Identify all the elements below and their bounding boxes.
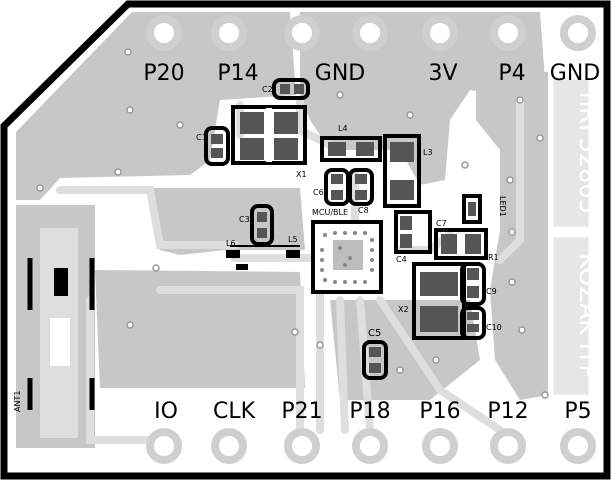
vias: [36, 48, 549, 399]
pin-label-bottom: P16: [419, 399, 460, 424]
board-name-box: [550, 76, 592, 230]
designator-l4: L4: [338, 124, 348, 133]
pin-pad-bottom-4[interactable]: [352, 428, 388, 464]
designator-c1: C1: [196, 133, 207, 142]
pin-pad-bottom-1[interactable]: [146, 428, 182, 464]
pin-label-bottom: P18: [349, 399, 390, 424]
x1-outline: [231, 105, 307, 165]
pin-pad-top-5[interactable]: [422, 15, 458, 51]
pin-pad-top-7[interactable]: [560, 15, 596, 51]
pin-label-top: 3V: [428, 61, 457, 86]
antenna-feed-pad: [54, 268, 68, 296]
designator-c6: C6: [313, 188, 324, 197]
designator-x1: X1: [296, 170, 307, 179]
pin-label-bottom: P5: [564, 399, 591, 424]
x1-pad: [240, 138, 264, 160]
top-pin-labels: P20 P14 GND 3V P4 GND: [143, 61, 600, 86]
brand-label: KOZAK ITP: [574, 253, 602, 379]
antenna-gap: [50, 318, 70, 366]
passives: [204, 78, 488, 380]
designator-c8: C8: [358, 206, 369, 215]
pin-pad-top-4[interactable]: [352, 15, 388, 51]
designator-c7: C7: [436, 219, 447, 228]
designator-c9: C9: [486, 287, 497, 296]
mcu-thermal-pad: [333, 240, 363, 270]
pin-label-bottom: P21: [281, 399, 322, 424]
mcu-chip: [311, 220, 383, 294]
c2-outline: [272, 78, 310, 100]
c8-outline: [348, 168, 374, 206]
x1-pad: [274, 112, 298, 134]
designator-antenna: ANT1: [13, 391, 22, 412]
c1-outline: [204, 126, 230, 166]
top-header: [146, 15, 596, 51]
designator-led1: LED1: [498, 196, 507, 217]
traces: [56, 96, 524, 444]
copper-pour-bottom-left: [95, 270, 305, 388]
x2-pad: [420, 272, 458, 296]
led1-outline: [462, 194, 482, 224]
designator-c2: C2: [262, 85, 273, 94]
designator-c10: C10: [486, 323, 502, 332]
mcu-pins: [320, 231, 374, 284]
pin-label-bottom: P12: [487, 399, 528, 424]
antenna: [27, 228, 95, 438]
pin-pad-bottom-5[interactable]: [422, 428, 458, 464]
c7-outline: [434, 228, 488, 260]
pin-label-top: GND: [550, 61, 600, 86]
pin-label-bottom: CLK: [213, 399, 256, 424]
c3-outline: [250, 204, 274, 246]
designators: C2 C1 X1 L4 L3 C6 C8 MCU/BLE C3 L6 L5 C4…: [13, 85, 507, 412]
crystal-x1: [231, 105, 307, 165]
pin-pad-bottom-7[interactable]: [560, 428, 596, 464]
pin-label-top: P20: [143, 61, 184, 86]
board-name-label: nRF52805: [574, 92, 602, 214]
designator-c3: C3: [239, 215, 250, 224]
c4-outline: [394, 210, 432, 254]
bottom-pin-labels: IO CLK P21 P18 P16 P12 P5: [154, 399, 592, 424]
pin-label-top: P4: [498, 61, 525, 86]
pin-label-bottom: IO: [154, 399, 178, 424]
designator-l6: L6: [226, 239, 236, 248]
pin-label-top: GND: [315, 61, 365, 86]
c5-outline: [362, 340, 388, 380]
brand-box: [550, 234, 592, 398]
pin-pad-top-1[interactable]: [146, 15, 182, 51]
l4-outline: [320, 136, 382, 162]
pin-pad-top-6[interactable]: [490, 15, 526, 51]
c10-outline: [460, 306, 486, 340]
x2-pad: [420, 306, 458, 332]
designator-c4: C4: [396, 255, 407, 264]
designator-l3: L3: [423, 148, 433, 157]
l3-outline: [383, 134, 421, 208]
pin-pad-top-2[interactable]: [211, 15, 247, 51]
pin-pad-bottom-2[interactable]: [211, 428, 247, 464]
bottom-header: [146, 428, 596, 464]
x1-pad: [240, 112, 264, 134]
designator-mcu: MCU/BLE: [312, 208, 348, 217]
x1-gap: [266, 108, 272, 162]
designator-r1: R1: [488, 253, 499, 262]
pin-pad-top-3[interactable]: [284, 15, 320, 51]
copper-pour-top-center: [300, 12, 545, 185]
designator-l5: L5: [288, 235, 298, 244]
designator-x2: X2: [398, 305, 409, 314]
passive-pads: [211, 84, 481, 373]
pin-pad-bottom-6[interactable]: [490, 428, 526, 464]
pin-label-top: P14: [217, 61, 258, 86]
c9-outline: [460, 262, 486, 306]
copper-pour-top-left: [16, 12, 296, 200]
x1-pad: [274, 138, 298, 160]
pin-pad-bottom-3[interactable]: [284, 428, 320, 464]
designator-c5: C5: [368, 328, 381, 339]
